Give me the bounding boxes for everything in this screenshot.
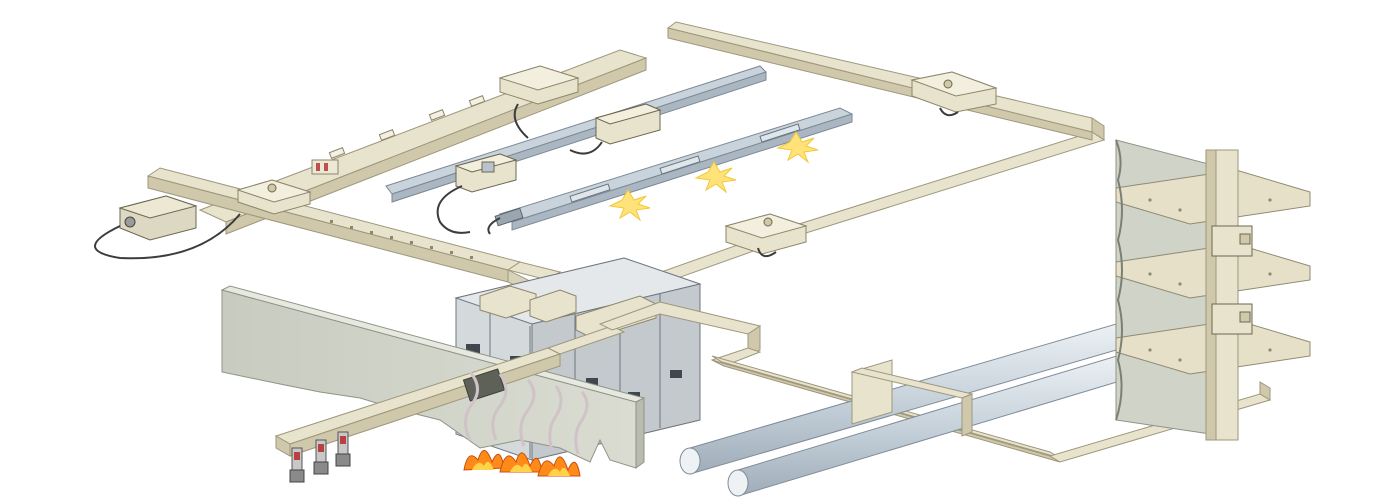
lighting-busway-track: [385, 65, 767, 234]
pipe-crossing: [679, 319, 1131, 497]
riser-busway-with-floor-slabs: [1115, 139, 1311, 441]
plug-in-busway-run: [198, 49, 648, 235]
plug-in-tap-off-unit: [94, 195, 241, 260]
busway-through-wall: [274, 325, 626, 457]
bus-plug-outputs: [289, 431, 351, 483]
horizontal-busway-run: [146, 159, 562, 303]
junction-box-upper-right: [910, 71, 998, 117]
junction-box-middle: [724, 213, 808, 258]
smoke-plume: [464, 371, 589, 455]
busway-riser-into-switchboard: [479, 285, 657, 339]
lighting-track-rail: [487, 107, 854, 235]
fire-icon: [463, 450, 581, 477]
light-glow-icon: [608, 131, 819, 222]
